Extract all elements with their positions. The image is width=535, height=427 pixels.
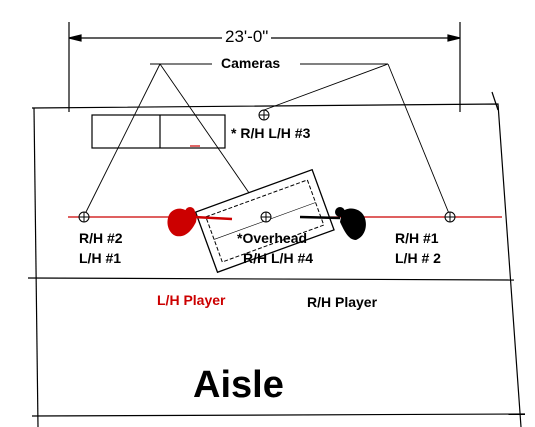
rh-player-label: R/H Player [307,294,378,310]
camera-right-icon [444,211,456,223]
rh-player-figure [299,207,366,240]
camera-symbols [78,109,456,223]
lh-player-cue [193,215,233,221]
dimension-arrowhead-left [68,34,82,42]
camera-right-label-lh: L/H # 2 [395,250,441,266]
camera-overhead-label: *Overhead [237,230,308,246]
lh-player-head [185,207,195,217]
aisle-boundary-line [27,277,515,281]
leader-to-camera-right [387,63,451,217]
rh-player-cue [299,215,341,220]
cabinet-box [91,114,226,149]
aisle-label: Aisle [193,364,284,406]
room-corner-tick [491,91,499,111]
camera-overhead-label-sub: R/H L/H #4 [243,250,314,266]
camera-left-icon [78,211,90,223]
lh-player-label: L/H Player [157,292,226,308]
room-top-right-wall [31,103,522,427]
room-bottom-line [31,413,526,417]
room-left-wall [33,107,39,427]
room-width-dimension: 23'-0" [222,27,272,47]
rh-player-head [335,207,345,217]
leader-to-camera-back [263,63,389,111]
camera-overhead-icon [260,211,272,223]
equipment-cabinet [91,114,226,149]
camera-left-label-rh: R/H #2 [79,230,123,246]
lh-player-figure [167,207,233,237]
camera-left-label-lh: L/H #1 [79,250,122,266]
camera-back-icon [258,109,270,121]
cameras-label: Cameras [221,55,281,71]
camera-leader-lines [83,63,451,217]
leader-to-camera-overhead [159,63,266,217]
camera-right-label-rh: R/H #1 [395,230,439,246]
leader-to-camera-left [83,63,161,217]
rh-player-body [340,208,366,240]
room-outline [27,91,526,427]
dimension-arrowhead-right [447,34,461,42]
camera-back-label: * R/H L/H #3 [231,125,311,141]
